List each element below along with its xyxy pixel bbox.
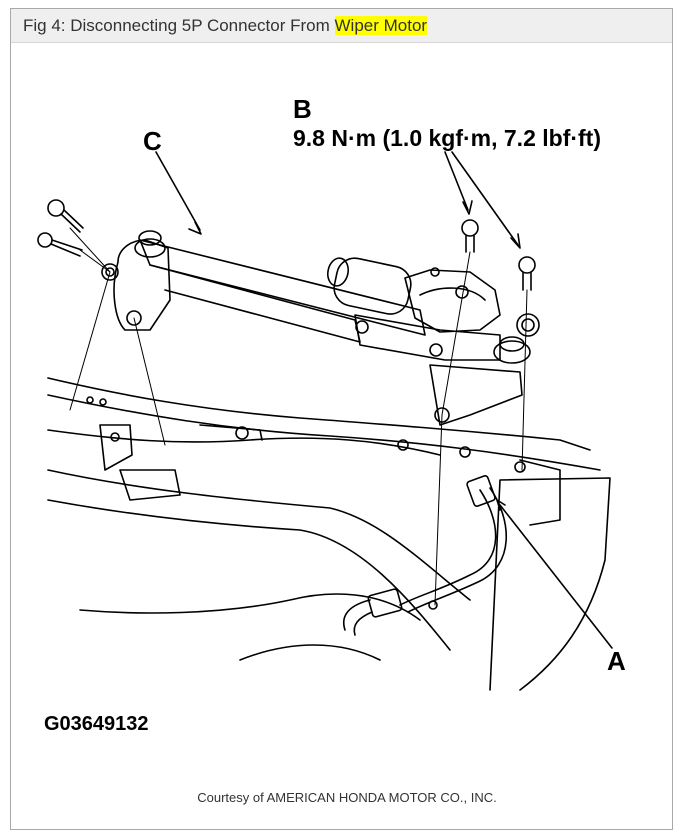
- wiper-linkage-assembly: [101, 230, 540, 426]
- figure-header: Fig 4: Disconnecting 5P Connector From W…: [11, 9, 672, 43]
- figure-title: Fig 4: Disconnecting 5P Connector From W…: [23, 16, 428, 36]
- label-b: B: [293, 94, 312, 124]
- label-a: A: [607, 646, 626, 676]
- label-c: C: [143, 126, 162, 156]
- torque-spec: 9.8 N·m (1.0 kgf·m, 7.2 lbf·ft): [293, 125, 601, 151]
- wiper-motor: [326, 257, 501, 333]
- image-credit: Courtesy of AMERICAN HONDA MOTOR CO., IN…: [197, 790, 497, 805]
- highlighted-term: Wiper Motor: [334, 16, 428, 35]
- assembly-guide-lines: [69, 227, 528, 606]
- wiring-harness: [343, 475, 507, 636]
- cowl-panel: [47, 377, 611, 691]
- mounting-bolts: [37, 199, 536, 291]
- figure-code: G03649132: [44, 713, 149, 735]
- figure-frame: Fig 4: Disconnecting 5P Connector From W…: [10, 8, 673, 830]
- figure-title-prefix: Fig 4: Disconnecting 5P Connector From: [23, 16, 335, 35]
- callout-leaders: [155, 151, 613, 649]
